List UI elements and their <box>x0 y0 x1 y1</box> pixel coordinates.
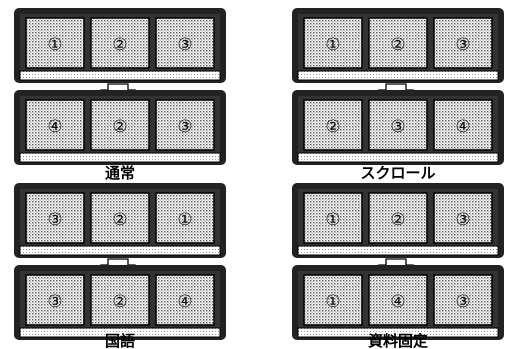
board-panel <box>155 99 215 151</box>
diagram-fixed-material: ① ② ③ ① ④ ③ 資料固定 <box>292 183 504 349</box>
panel-number: ④ <box>455 117 470 137</box>
board-panel <box>433 192 493 244</box>
diagram-caption: 国語 <box>105 332 135 349</box>
panel-number: ③ <box>455 35 470 55</box>
panel-number: ① <box>325 35 340 55</box>
board-panel <box>25 17 85 69</box>
panel-number: ③ <box>455 292 470 312</box>
panel-number: ① <box>47 35 62 55</box>
board-panel <box>90 17 150 69</box>
diagram-caption: 通常 <box>105 164 135 182</box>
board-after: ③ ② ④ <box>14 265 226 340</box>
panel-number: ③ <box>47 292 62 312</box>
panel-number: ② <box>390 210 405 230</box>
panel-number: ② <box>325 117 340 137</box>
diagram-normal: ① ② ③ ④ ② ③ 通常 <box>14 8 226 182</box>
board-panel <box>303 17 363 69</box>
board-panel <box>25 192 85 244</box>
panel-number: ③ <box>455 210 470 230</box>
board-panel <box>90 99 150 151</box>
board-panel <box>303 99 363 151</box>
panel-number: ② <box>112 210 127 230</box>
board-panel <box>433 99 493 151</box>
board-panel <box>155 17 215 69</box>
board-before: ① ② ③ <box>14 8 226 83</box>
board-panel <box>303 192 363 244</box>
diagram-scroll: ① ② ③ ② ③ ④ スクロール <box>292 8 504 182</box>
board-panel <box>155 192 215 244</box>
panel-number: ③ <box>47 210 62 230</box>
board-panel <box>368 192 428 244</box>
diagram-caption: 資料固定 <box>368 332 428 349</box>
panel-number: ① <box>177 210 192 230</box>
panel-number: ② <box>390 35 405 55</box>
board-panel <box>368 274 428 326</box>
diagram-japanese: ③ ② ① ③ ② ④ 国語 <box>14 183 226 349</box>
board-panel <box>155 274 215 326</box>
panel-number: ① <box>325 210 340 230</box>
board-panel <box>303 274 363 326</box>
board-panel <box>433 17 493 69</box>
board-panel <box>368 17 428 69</box>
panel-number: ② <box>112 35 127 55</box>
panel-number: ③ <box>177 35 192 55</box>
board-panel <box>90 192 150 244</box>
panel-number: ① <box>325 292 340 312</box>
panel-number: ④ <box>47 117 62 137</box>
board-panel <box>368 99 428 151</box>
board-before: ① ② ③ <box>292 183 504 258</box>
board-before: ③ ② ① <box>14 183 226 258</box>
board-panel <box>90 274 150 326</box>
board-panel <box>25 274 85 326</box>
diagram-caption: スクロール <box>360 164 435 182</box>
board-panel <box>433 274 493 326</box>
panel-number: ④ <box>177 292 192 312</box>
board-after: ② ③ ④ <box>292 90 504 165</box>
board-before: ① ② ③ <box>292 8 504 83</box>
panel-number: ② <box>112 117 127 137</box>
board-panel <box>25 99 85 151</box>
panel-number: ② <box>112 292 127 312</box>
panel-number: ④ <box>390 292 405 312</box>
panel-number: ③ <box>390 117 405 137</box>
panel-number: ③ <box>177 117 192 137</box>
board-after: ④ ② ③ <box>14 90 226 165</box>
board-after: ① ④ ③ <box>292 265 504 340</box>
